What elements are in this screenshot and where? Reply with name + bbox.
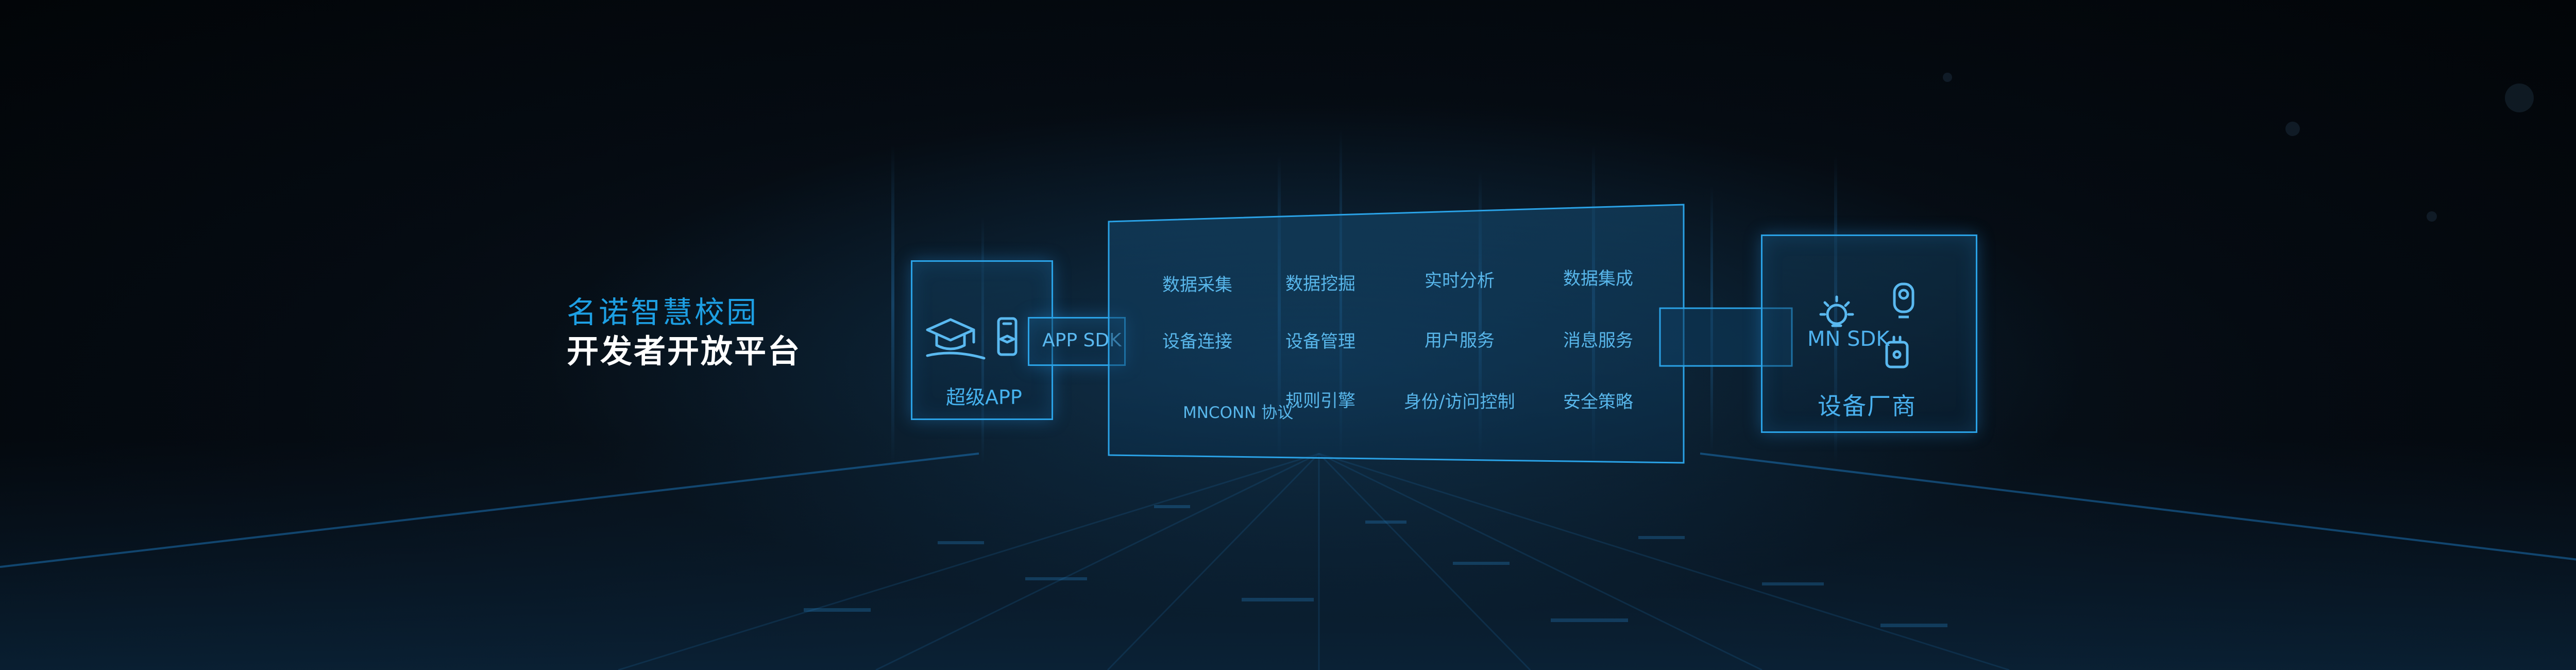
cap-data-collection: 数据采集 — [1162, 275, 1232, 295]
cap-user-service: 用户服务 — [1425, 330, 1495, 351]
cap-data-integration: 数据集成 — [1563, 269, 1633, 289]
cap-message-service: 消息服务 — [1563, 330, 1633, 351]
title-brand: 名诺智慧校园 — [567, 295, 759, 330]
device-vendor-label: 设备厂商 — [1818, 392, 1917, 420]
cap-realtime-analysis: 实时分析 — [1425, 271, 1495, 291]
mn-sdk-label: MN SDK — [1807, 327, 1890, 351]
cap-device-connection: 设备连接 — [1162, 331, 1232, 352]
cap-security-policy: 安全策略 — [1563, 392, 1633, 412]
graduation-cap-phone-icon — [926, 317, 1018, 360]
plug-icon — [1885, 336, 1909, 368]
capability-panel: 数据采集 数据挖掘 实时分析 数据集成 设备连接 设备管理 用户服务 消息服务 … — [1108, 204, 1685, 464]
cap-rule-engine: 规则引擎 — [1285, 391, 1355, 411]
capability-panel-frame — [1108, 204, 1685, 464]
device-vendor-panel — [1761, 234, 1977, 433]
title-platform: 开发者开放平台 — [567, 332, 802, 370]
cap-identity-access-control: 身份/访问控制 — [1404, 392, 1515, 412]
cap-data-mining: 数据挖掘 — [1285, 274, 1355, 294]
cap-mnconn-protocol: MNCONN 协议 — [1183, 404, 1294, 422]
camera-icon — [1893, 282, 1914, 319]
super-app-label: 超级APP — [946, 386, 1022, 409]
cap-device-management: 设备管理 — [1285, 331, 1355, 352]
title-block: 名诺智慧校园 开发者开放平台 — [567, 294, 801, 372]
lightbulb-icon — [1819, 295, 1854, 327]
